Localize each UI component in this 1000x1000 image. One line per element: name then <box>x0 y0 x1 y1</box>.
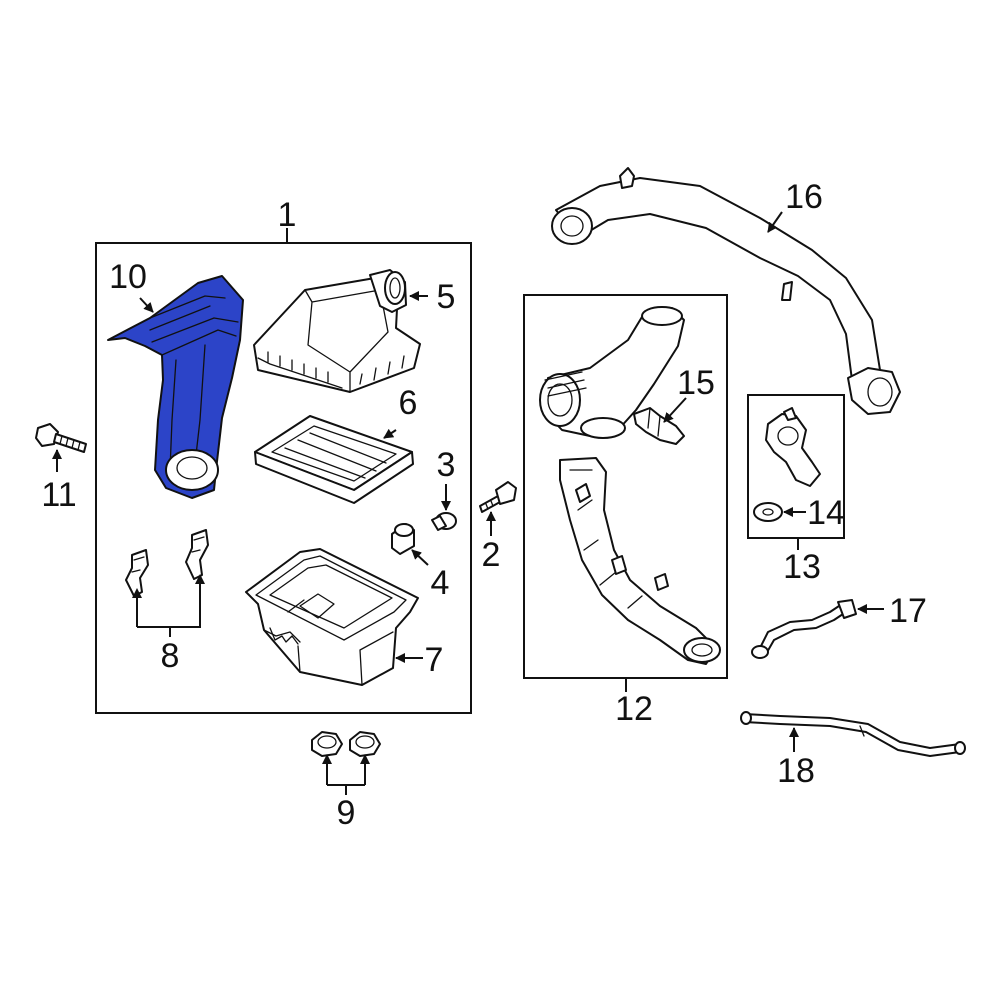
callout-15[interactable]: 15 <box>677 364 715 402</box>
part-14-washer[interactable] <box>753 502 783 522</box>
callout-3[interactable]: 3 <box>437 446 456 484</box>
callout-5[interactable]: 5 <box>437 278 456 316</box>
part-15-sensor[interactable] <box>633 407 685 445</box>
part-16-hose[interactable] <box>551 167 901 415</box>
part-13-bracket[interactable] <box>765 407 821 487</box>
part-12-air-tube[interactable] <box>539 306 721 665</box>
callout-7[interactable]: 7 <box>425 641 444 679</box>
callout-11[interactable]: 11 <box>41 476 76 514</box>
callout-18[interactable]: 18 <box>777 752 815 790</box>
part-3-fastener[interactable] <box>431 512 457 531</box>
part-5-air-box-cover[interactable] <box>253 269 421 393</box>
callout-10[interactable]: 10 <box>109 258 147 296</box>
callout-14[interactable]: 14 <box>807 494 845 532</box>
part-17-vent-hose[interactable] <box>751 599 857 659</box>
part-10-inlet-duct[interactable] <box>107 275 244 499</box>
leader-lines <box>52 211 884 795</box>
part-8-clamps[interactable] <box>125 529 209 597</box>
part-9-nuts[interactable] <box>311 731 381 757</box>
part-7-air-box-lower[interactable] <box>245 548 419 686</box>
callout-8[interactable]: 8 <box>161 637 180 675</box>
callout-17[interactable]: 17 <box>889 592 927 630</box>
part-11-bolt[interactable] <box>35 423 87 453</box>
callout-4[interactable]: 4 <box>431 564 450 602</box>
callout-2[interactable]: 2 <box>482 536 501 574</box>
assembly-box-1 <box>95 242 472 714</box>
part-18-vent-tube[interactable] <box>740 711 966 757</box>
callout-9[interactable]: 9 <box>337 794 356 832</box>
callout-12[interactable]: 12 <box>615 690 653 728</box>
part-4-grommet[interactable] <box>391 523 415 555</box>
callout-1[interactable]: 1 <box>278 196 297 234</box>
callout-13[interactable]: 13 <box>783 548 821 586</box>
callout-labels: 1 2 3 4 5 6 7 8 9 10 11 12 13 14 15 16 1… <box>41 178 927 832</box>
part-2-bolt[interactable] <box>479 481 517 513</box>
part-6-filter-element[interactable] <box>254 415 414 504</box>
callout-6[interactable]: 6 <box>399 384 418 422</box>
assembly-box-13 <box>747 394 845 539</box>
callout-16[interactable]: 16 <box>785 178 823 216</box>
